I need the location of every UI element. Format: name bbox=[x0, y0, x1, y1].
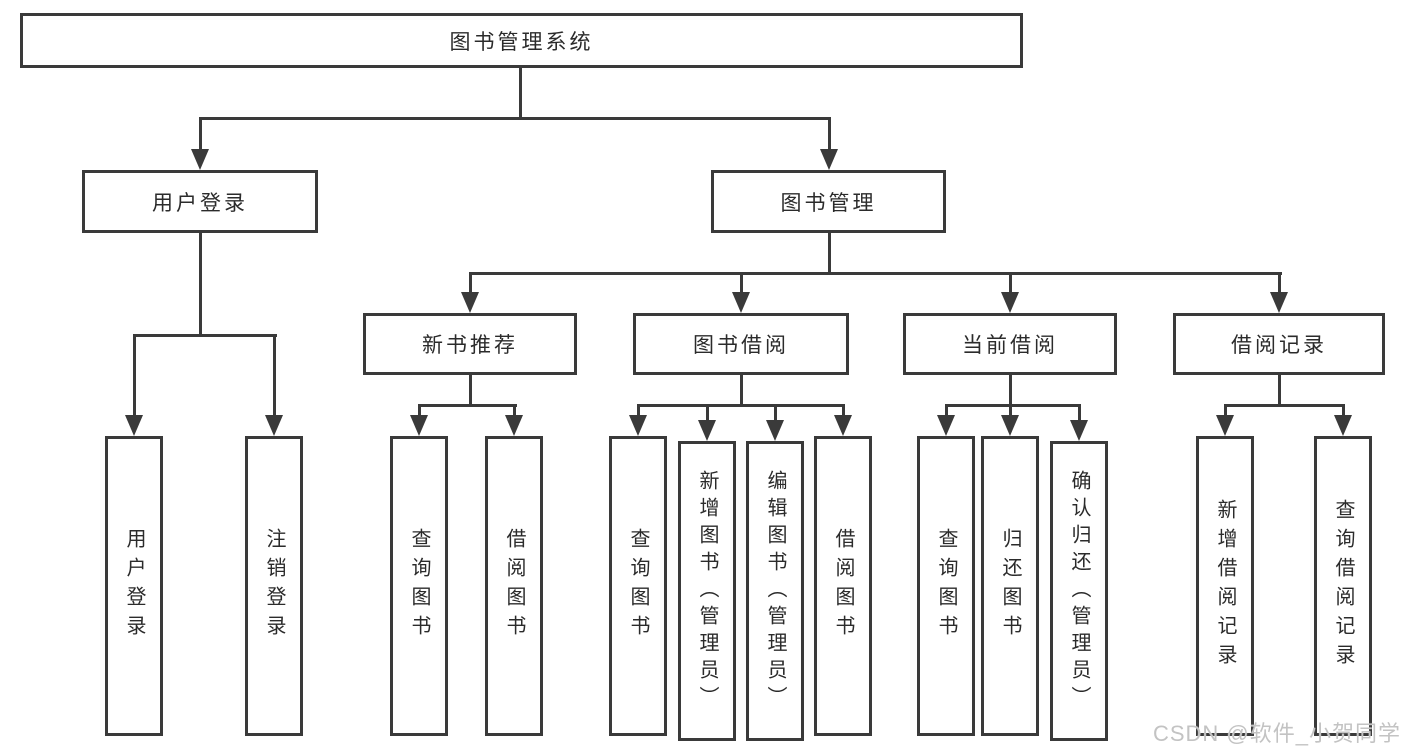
node-book-management-system: 图书管理系统 bbox=[20, 13, 1023, 68]
node-leaf-return-books: 归还图书 bbox=[981, 436, 1039, 736]
connector-line bbox=[1009, 404, 1012, 418]
connector-line bbox=[1278, 375, 1281, 407]
node-leaf-query-books-1: 查询图书 bbox=[390, 436, 448, 736]
connector-line bbox=[945, 404, 1081, 407]
connector-line bbox=[513, 404, 516, 418]
arrow-down-icon bbox=[1001, 415, 1019, 436]
connector-line bbox=[706, 404, 709, 422]
connector-line bbox=[133, 334, 277, 337]
arrow-down-icon bbox=[505, 415, 523, 436]
arrow-down-icon bbox=[629, 415, 647, 436]
connector-line bbox=[828, 117, 831, 151]
node-label: 新增图书（管理员） bbox=[696, 469, 718, 713]
connector-line bbox=[828, 233, 831, 275]
node-label: 确认归还（管理员） bbox=[1068, 469, 1090, 713]
node-label: 新增借阅记录 bbox=[1214, 499, 1236, 673]
arrow-down-icon bbox=[461, 292, 479, 313]
connector-line bbox=[1078, 404, 1081, 422]
node-label: 归还图书 bbox=[999, 528, 1021, 644]
arrow-down-icon bbox=[1216, 415, 1234, 436]
node-label: 当前借阅 bbox=[962, 334, 1058, 357]
connector-line bbox=[637, 404, 845, 407]
node-label: 查询图书 bbox=[627, 528, 649, 644]
node-leaf-borrow-books-2: 借阅图书 bbox=[814, 436, 872, 736]
node-book-borrowing: 图书借阅 bbox=[633, 313, 849, 375]
node-book-management: 图书管理 bbox=[711, 170, 946, 233]
node-label: 图书管理 bbox=[780, 191, 877, 215]
node-user-login: 用户登录 bbox=[82, 170, 318, 233]
node-label: 借阅记录 bbox=[1231, 334, 1327, 357]
connector-line bbox=[273, 334, 276, 418]
connector-line bbox=[418, 404, 517, 407]
node-label: 查询图书 bbox=[935, 528, 957, 644]
arrow-down-icon bbox=[834, 415, 852, 436]
arrow-down-icon bbox=[265, 415, 283, 436]
node-leaf-logout: 注销登录 bbox=[245, 436, 303, 736]
node-label: 用户登录 bbox=[123, 528, 145, 644]
connector-line bbox=[774, 404, 777, 422]
arrow-down-icon bbox=[937, 415, 955, 436]
connector-line bbox=[199, 117, 831, 120]
arrow-down-icon bbox=[1001, 292, 1019, 313]
connector-line bbox=[637, 404, 640, 418]
node-label: 借阅图书 bbox=[832, 528, 854, 644]
connector-line bbox=[133, 334, 136, 418]
node-label: 查询图书 bbox=[408, 528, 430, 644]
connector-line bbox=[469, 272, 1282, 275]
node-leaf-query-books-3: 查询图书 bbox=[917, 436, 975, 736]
connector-line bbox=[199, 117, 202, 151]
connector-line bbox=[469, 272, 472, 293]
node-label: 新书推荐 bbox=[422, 334, 518, 357]
connector-line bbox=[1224, 404, 1345, 407]
arrow-down-icon bbox=[191, 149, 209, 170]
arrow-down-icon bbox=[1334, 415, 1352, 436]
connector-line bbox=[199, 233, 202, 337]
connector-line bbox=[469, 375, 472, 407]
connector-line bbox=[842, 404, 845, 418]
node-leaf-confirm-return-admin: 确认归还（管理员） bbox=[1050, 441, 1108, 741]
arrow-down-icon bbox=[1270, 292, 1288, 313]
connector-line bbox=[740, 272, 743, 293]
arrow-down-icon bbox=[410, 415, 428, 436]
arrow-down-icon bbox=[1070, 420, 1088, 441]
node-label: 借阅图书 bbox=[503, 528, 525, 644]
node-leaf-query-borrow-record: 查询借阅记录 bbox=[1314, 436, 1372, 736]
connector-line bbox=[1342, 404, 1345, 418]
csdn-watermark: CSDN @软件_小贺同学 bbox=[1152, 721, 1401, 746]
connector-line bbox=[740, 375, 743, 407]
node-leaf-user-login: 用户登录 bbox=[105, 436, 163, 736]
node-label: 图书管理系统 bbox=[449, 30, 594, 54]
node-leaf-edit-books-admin: 编辑图书（管理员） bbox=[746, 441, 804, 741]
node-label: 编辑图书（管理员） bbox=[764, 469, 786, 713]
connector-line bbox=[1278, 272, 1281, 293]
node-leaf-add-books-admin: 新增图书（管理员） bbox=[678, 441, 736, 741]
connector-line bbox=[1009, 272, 1012, 293]
arrow-down-icon bbox=[766, 420, 784, 441]
arrow-down-icon bbox=[698, 420, 716, 441]
node-current-borrowing: 当前借阅 bbox=[903, 313, 1117, 375]
arrow-down-icon bbox=[732, 292, 750, 313]
connector-line bbox=[1009, 375, 1012, 407]
node-label: 用户登录 bbox=[152, 191, 248, 215]
arrow-down-icon bbox=[125, 415, 143, 436]
node-borrowing-records: 借阅记录 bbox=[1173, 313, 1385, 375]
arrow-down-icon bbox=[820, 149, 838, 170]
connector-line bbox=[519, 68, 522, 119]
node-new-book-recommendation: 新书推荐 bbox=[363, 313, 577, 375]
node-leaf-add-borrow-record: 新增借阅记录 bbox=[1196, 436, 1254, 736]
connector-line bbox=[418, 404, 421, 418]
connector-line bbox=[945, 404, 948, 418]
connector-line bbox=[1224, 404, 1227, 418]
node-leaf-query-books-2: 查询图书 bbox=[609, 436, 667, 736]
node-label: 查询借阅记录 bbox=[1332, 499, 1354, 673]
node-leaf-borrow-books-1: 借阅图书 bbox=[485, 436, 543, 736]
node-label: 图书借阅 bbox=[693, 334, 789, 357]
node-label: 注销登录 bbox=[263, 528, 285, 644]
